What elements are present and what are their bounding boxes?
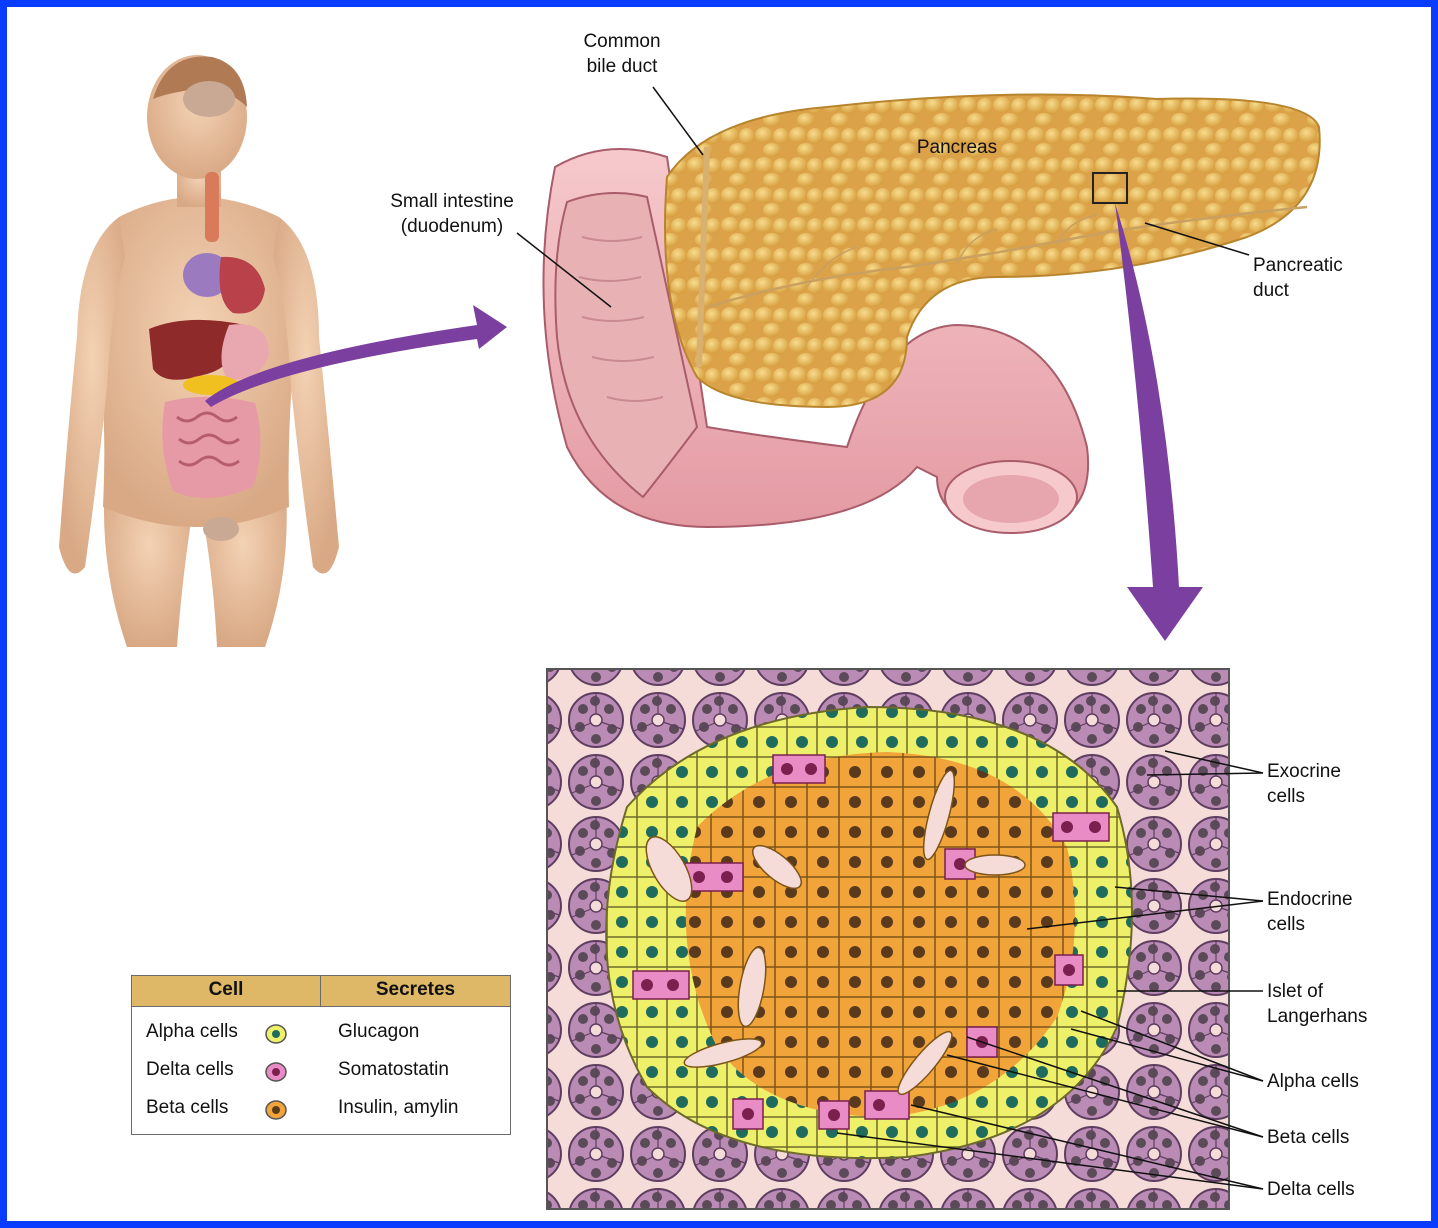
legend-header-cell: Cell [132, 979, 320, 1001]
delta-cell-icon [264, 1061, 288, 1083]
legend-row: Beta cells Insulin, amylin [132, 1092, 510, 1128]
label-common-bile-duct: Common bile duct [567, 29, 677, 79]
beta-cell-icon [264, 1099, 288, 1121]
legend-secretes: Somatostatin [338, 1059, 449, 1081]
label-pancreas: Pancreas [887, 135, 1027, 160]
legend-header-secretes: Secretes [321, 979, 510, 1001]
label-small-intestine: Small intestine (duodenum) [367, 189, 537, 239]
legend-secretes: Glucagon [338, 1021, 419, 1043]
label-delta-cells: Delta cells [1267, 1177, 1407, 1202]
legend-table: Cell Secretes Alpha cells Glucagon Delta… [131, 975, 511, 1135]
legend-cell-name: Alpha cells [146, 1021, 238, 1043]
label-pancreatic-duct: Pancreatic duct [1253, 253, 1393, 303]
duodenum-pancreas [543, 95, 1319, 534]
legend-cell-name: Delta cells [146, 1059, 234, 1081]
alpha-cell-icon [264, 1023, 288, 1045]
legend-cell-name: Beta cells [146, 1097, 228, 1119]
human-figure [59, 55, 339, 647]
islet-panel [547, 669, 1229, 1209]
label-alpha-cells: Alpha cells [1267, 1069, 1407, 1094]
legend-header: Cell Secretes [132, 976, 510, 1007]
label-endocrine-cells: Endocrine cells [1267, 887, 1407, 937]
label-exocrine-cells: Exocrine cells [1267, 759, 1407, 809]
label-islet-of-langerhans: Islet of Langerhans [1267, 979, 1427, 1029]
legend-row: Delta cells Somatostatin [132, 1054, 510, 1090]
legend-row: Alpha cells Glucagon [132, 1016, 510, 1052]
legend-secretes: Insulin, amylin [338, 1097, 458, 1119]
label-beta-cells: Beta cells [1267, 1125, 1407, 1150]
arrow-to-islet [1115, 203, 1203, 641]
